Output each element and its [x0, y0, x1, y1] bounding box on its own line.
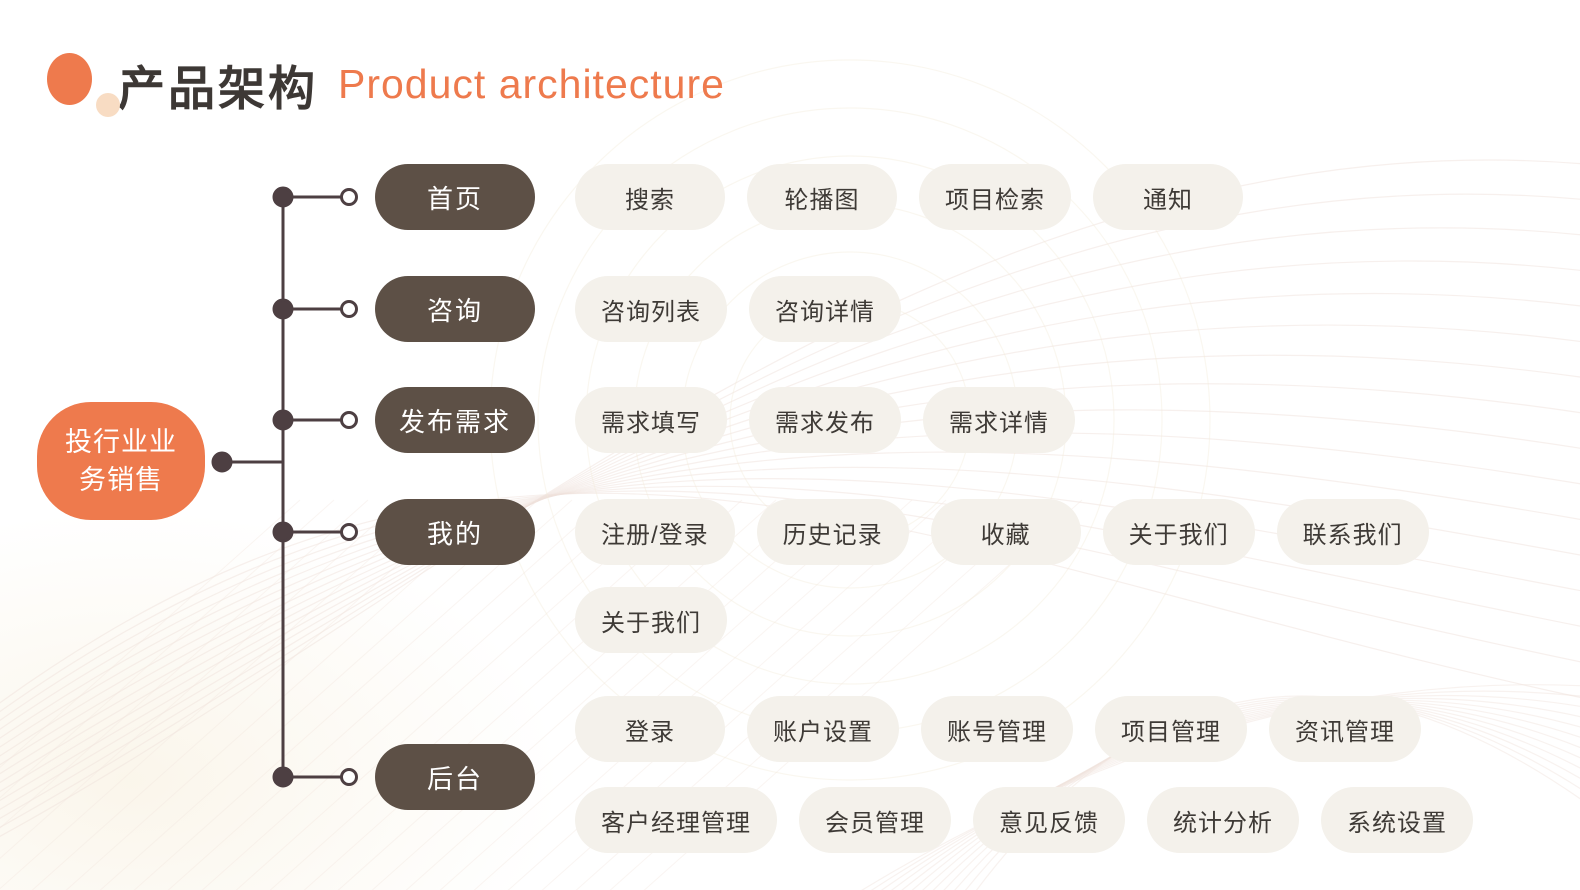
- child-node: 关于我们: [575, 587, 727, 653]
- branch-ring-1: [340, 300, 358, 318]
- child-node: 咨询详情: [749, 276, 901, 342]
- child-node: 轮播图: [747, 164, 897, 230]
- branch-4-children-row-0: 登录账户设置账号管理项目管理资讯管理: [575, 696, 1421, 762]
- child-node: 需求填写: [575, 387, 727, 453]
- child-node: 账号管理: [921, 696, 1073, 762]
- branch-0-children-row-0: 搜索轮播图项目检索通知: [575, 164, 1243, 230]
- branch-4-children-row-1: 客户经理管理会员管理意见反馈统计分析系统设置: [575, 787, 1473, 853]
- branch-1-children-row-0: 咨询列表咨询详情: [575, 276, 901, 342]
- branch-ring-4: [340, 768, 358, 786]
- child-node: 统计分析: [1147, 787, 1299, 853]
- child-node: 项目管理: [1095, 696, 1247, 762]
- child-node: 账户设置: [747, 696, 899, 762]
- decorative-wave: [0, 499, 437, 890]
- branch-3-children-row-0: 注册/登录历史记录收藏关于我们联系我们: [575, 499, 1429, 565]
- junction-dot-1: [272, 298, 294, 320]
- root-node-label-line2: 务销售: [79, 465, 163, 495]
- child-node: 需求详情: [923, 387, 1075, 453]
- decorative-wave: [0, 499, 301, 769]
- child-node: 项目检索: [919, 164, 1071, 230]
- decorative-wave: [167, 499, 607, 890]
- title-accent-dot-large-icon: [47, 53, 92, 105]
- child-node: 登录: [575, 696, 725, 762]
- child-node: 联系我们: [1276, 499, 1429, 565]
- branch-node-4: 后台: [375, 744, 535, 810]
- branch-node-0: 首页: [375, 164, 535, 230]
- junction-dot-0: [272, 186, 294, 208]
- child-node: 咨询列表: [575, 276, 727, 342]
- branch-node-1: 咨询: [375, 276, 535, 342]
- child-node: 收藏: [930, 499, 1081, 565]
- root-node-label-line1: 投行业业: [65, 427, 177, 457]
- branch-ring-0: [340, 188, 358, 206]
- child-node: 系统设置: [1321, 787, 1473, 853]
- child-node: 需求发布: [749, 387, 901, 453]
- child-node: 注册/登录: [575, 499, 735, 565]
- child-node: 客户经理管理: [575, 787, 777, 853]
- branch-2-children-row-0: 需求填写需求发布需求详情: [575, 387, 1075, 453]
- corner-glow: [0, 510, 560, 890]
- junction-dot-2: [272, 409, 294, 431]
- branch-ring-2: [340, 411, 358, 429]
- decorative-wave: [0, 499, 403, 859]
- decorative-wave: [0, 499, 335, 799]
- child-node: 关于我们: [1102, 499, 1255, 565]
- junction-dot-3: [272, 521, 294, 543]
- junction-dot-4: [272, 766, 294, 788]
- child-node: 搜索: [575, 164, 725, 230]
- header: 产品架构 Product architecture: [47, 50, 725, 119]
- title-accent-dot-small-icon: [96, 93, 120, 117]
- root-node: 投行业业 务销售: [37, 402, 205, 520]
- page-title: 产品架构: [118, 62, 318, 115]
- branch-node-2: 发布需求: [375, 387, 535, 453]
- page-subtitle: Product architecture: [338, 61, 725, 107]
- child-node: 会员管理: [799, 787, 951, 853]
- branch-ring-3: [340, 523, 358, 541]
- branch-3-children-row-1: 关于我们: [575, 587, 727, 653]
- child-node: 历史记录: [756, 499, 909, 565]
- branch-node-3: 我的: [375, 499, 535, 565]
- child-node: 通知: [1093, 164, 1243, 230]
- root-connector-dot: [211, 451, 233, 473]
- decorative-wave: [0, 499, 369, 829]
- child-node: 资讯管理: [1269, 696, 1421, 762]
- child-node: 意见反馈: [973, 787, 1125, 853]
